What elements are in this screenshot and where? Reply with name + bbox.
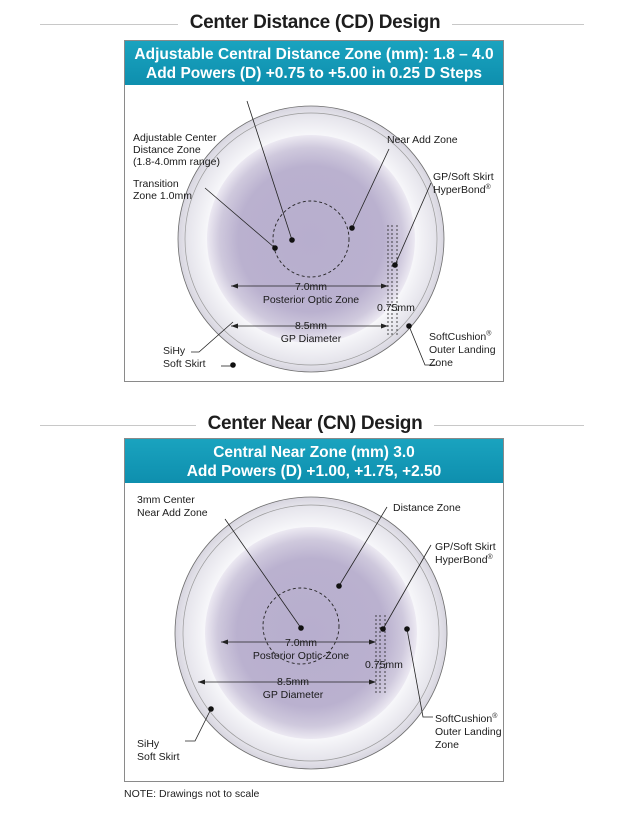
center-near-zone-dashed xyxy=(262,587,340,665)
label-gp-diam-2: GP Diameter xyxy=(281,333,342,345)
cd-sihy-leader xyxy=(191,321,234,353)
registered-mark: ® xyxy=(486,183,492,191)
dot-gp-skirt xyxy=(380,626,386,632)
gp-diam-arrow-left xyxy=(231,323,238,329)
label-near-add: Near Add Zone xyxy=(387,134,458,146)
label-band: 0.75mm xyxy=(377,302,415,314)
cd-title: Center Distance (CD) Design xyxy=(177,12,453,33)
title-rule-left xyxy=(40,425,218,426)
cn-banner: Central Near Zone (mm) 3.0 Add Powers (D… xyxy=(125,439,503,483)
label-transition-1: Transition xyxy=(133,178,179,190)
label-sihy-2: Soft Skirt xyxy=(137,751,180,763)
label-gp-skirt-2: HyperBond® xyxy=(433,183,492,196)
label-softcushion-1: SoftCushion® xyxy=(435,712,498,725)
cd-banner-line1: Adjustable Central Distance Zone (mm): 1… xyxy=(134,46,494,63)
center-distance-zone-dashed xyxy=(272,200,350,278)
gp-skirt-2-text: HyperBond xyxy=(433,184,486,196)
posterior-arrow-left xyxy=(221,639,228,645)
cn-panel: Central Near Zone (mm) 3.0 Add Powers (D… xyxy=(124,438,504,782)
label-center-zone-2: Distance Zone xyxy=(133,144,201,156)
dot-softcushion xyxy=(404,626,410,632)
title-rule-left xyxy=(40,24,220,25)
label-posterior-2: Posterior Optic Zone xyxy=(263,294,359,306)
cd-panel: Adjustable Central Distance Zone (mm): 1… xyxy=(124,40,504,382)
cd-sihy-label: SiHy Soft Skirt xyxy=(163,345,206,371)
label-transition-2: Zone 1.0mm xyxy=(133,190,192,202)
gp-optic-zone xyxy=(205,527,417,739)
softcushion-1: SoftCushion® xyxy=(429,330,492,343)
sihy-1: SiHy xyxy=(163,345,186,357)
label-gp-skirt-2: HyperBond® xyxy=(435,553,494,566)
softcushion-3: Zone xyxy=(429,356,453,369)
cd-softcushion-label: SoftCushion® Outer Landing Zone xyxy=(429,327,496,370)
gp-skirt-2-text: HyperBond xyxy=(435,554,488,566)
cd-lens-diagram: Adjustable Center Distance Zone (1.8-4.0… xyxy=(133,100,494,373)
label-gp-diam-1: 8.5mm xyxy=(295,320,327,332)
dot-softcushion xyxy=(406,323,412,329)
label-center-zone-1: Adjustable Center xyxy=(133,132,217,144)
dot-distance xyxy=(336,583,342,589)
label-center-zone-3: (1.8-4.0mm range) xyxy=(133,156,220,168)
cn-banner-line2: Add Powers (D) +1.00, +1.75, +2.50 xyxy=(186,463,442,480)
gp-diam-arrow-right xyxy=(369,679,376,685)
leader-distance xyxy=(338,506,388,587)
label-gp-skirt-1: GP/Soft Skirt xyxy=(435,541,496,553)
registered-mark: ® xyxy=(492,712,498,720)
cn-title: Center Near (CN) Design xyxy=(195,413,435,434)
cd-section-title: Center Distance (CD) Design xyxy=(0,12,630,38)
cn-lens-diagram: 3mm Center Near Add Zone Distance Zone G… xyxy=(137,494,502,770)
label-center-zone-2: Near Add Zone xyxy=(137,507,208,519)
label-gp-skirt-1: GP/Soft Skirt xyxy=(433,171,494,183)
leader-softcushion xyxy=(406,628,433,718)
dot-near-add xyxy=(349,225,355,231)
registered-mark: ® xyxy=(488,553,494,561)
softcushion-2: Outer Landing xyxy=(429,343,496,356)
gp-diam-arrow-right xyxy=(381,323,388,329)
sihy-soft-skirt-inner-ring xyxy=(184,112,438,366)
cn-section-title: Center Near (CN) Design xyxy=(0,413,630,439)
label-center-zone-1: 3mm Center xyxy=(137,494,195,506)
label-posterior-1: 7.0mm xyxy=(295,281,327,293)
cn-banner-line1: Central Near Zone (mm) 3.0 xyxy=(213,444,415,461)
posterior-arrow-right xyxy=(369,639,376,645)
label-gp-diam-1: 8.5mm xyxy=(277,676,309,688)
label-distance: Distance Zone xyxy=(393,502,461,514)
label-gp-diam-2: GP Diameter xyxy=(263,689,324,701)
dot-gp-skirt xyxy=(392,262,398,268)
gp-diam-arrow-left xyxy=(198,679,205,685)
leader-transition xyxy=(204,187,276,249)
label-softcushion-3: Zone xyxy=(435,739,459,751)
dot-center-zone xyxy=(298,625,304,631)
title-rule-right xyxy=(412,24,584,25)
dot-transition xyxy=(272,245,278,251)
footnote: NOTE: Drawings not to scale xyxy=(124,788,260,800)
leader-gp-skirt xyxy=(394,182,432,266)
dot-sihy xyxy=(208,706,214,712)
label-sihy-1: SiHy xyxy=(137,738,160,750)
leader-softcushion xyxy=(408,325,437,366)
label-posterior-2: Posterior Optic Zone xyxy=(253,650,349,662)
dot-center-zone xyxy=(289,237,295,243)
leader-near-add xyxy=(351,148,390,229)
dot-sihy xyxy=(230,362,236,368)
cd-banner-line2: Add Powers (D) +0.75 to +5.00 in 0.25 D … xyxy=(146,65,482,82)
posterior-arrow-left xyxy=(231,283,238,289)
sihy-soft-skirt-inner-ring xyxy=(182,504,440,762)
title-rule-right xyxy=(414,425,584,426)
softcushion-1-text: SoftCushion xyxy=(435,713,492,725)
cd-banner: Adjustable Central Distance Zone (mm): 1… xyxy=(125,41,503,85)
leader-center-zone xyxy=(224,518,302,629)
sihy-2: Soft Skirt xyxy=(163,358,206,370)
leader-gp-skirt xyxy=(382,544,432,630)
label-posterior-1: 7.0mm xyxy=(285,637,317,649)
leader-sihy xyxy=(185,708,212,742)
label-band: 0.75mm xyxy=(365,659,403,671)
leader-center-zone xyxy=(246,100,293,241)
gp-optic-zone xyxy=(207,135,415,343)
label-softcushion-2: Outer Landing xyxy=(435,726,502,738)
posterior-arrow-right xyxy=(381,283,388,289)
